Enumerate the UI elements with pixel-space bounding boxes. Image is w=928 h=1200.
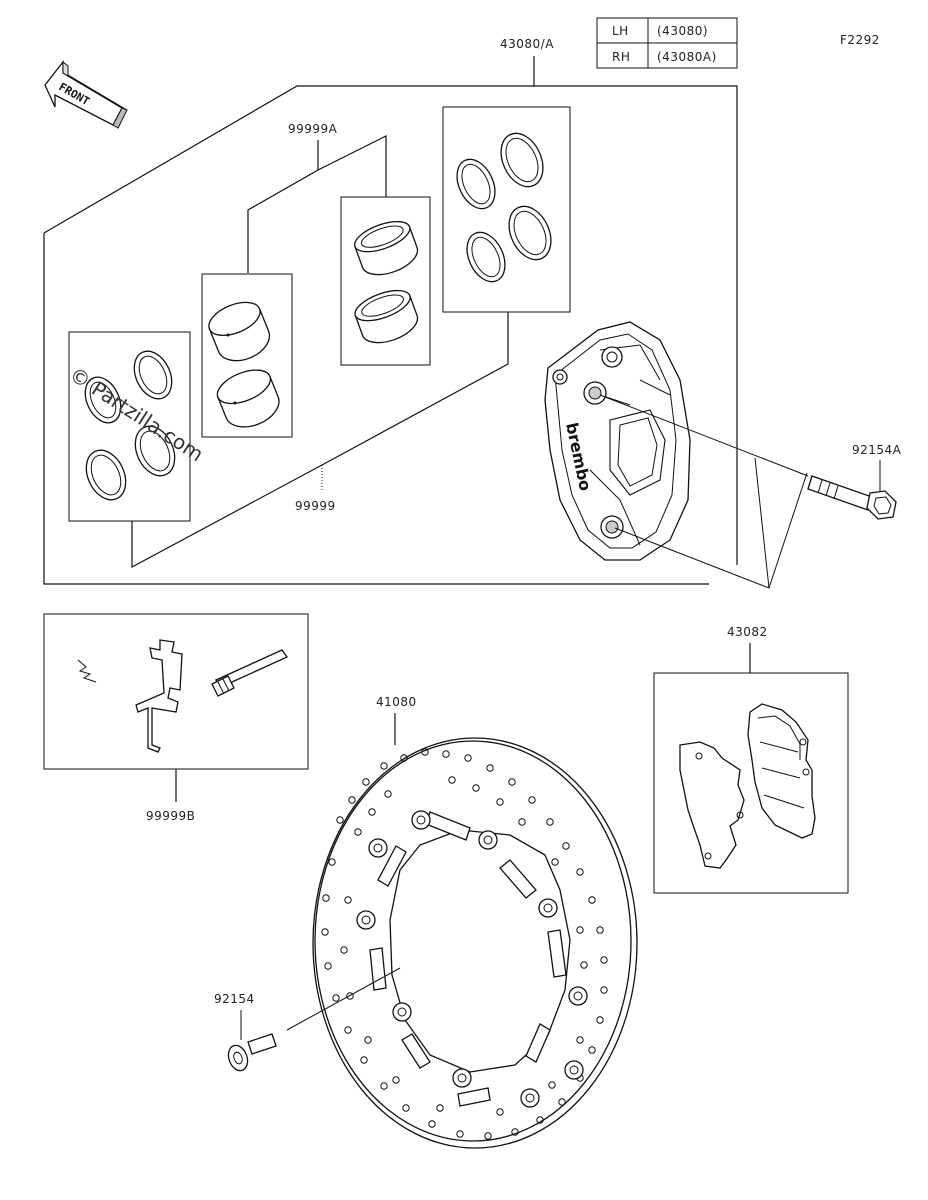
- piston-box-large: [340, 196, 431, 366]
- variant-rh-code: (43080A): [657, 50, 717, 64]
- callout-43082: 43082: [727, 625, 768, 639]
- piston-box-small: [201, 273, 293, 438]
- callout-43080a: 43080/A: [500, 37, 554, 51]
- callout-41080: 41080: [376, 695, 417, 709]
- variant-lh-code: (43080): [657, 24, 708, 38]
- callout-99999b: 99999B: [146, 809, 195, 823]
- figure-code: F2292: [840, 33, 880, 47]
- variant-lh-side: LH: [612, 24, 629, 38]
- disc-bolt: [227, 1033, 277, 1072]
- variant-table: LH (43080) RH (43080A): [596, 17, 738, 69]
- caliper-bolt: [807, 475, 897, 520]
- variant-rh-side: RH: [612, 50, 630, 64]
- brake-caliper: brembo: [544, 321, 691, 561]
- callout-92154a: 92154A: [852, 443, 902, 457]
- seal-kit-box-right: [442, 106, 571, 313]
- callout-99999: 99999: [295, 499, 336, 513]
- front-arrow-icon: FRONT: [44, 60, 128, 129]
- caliper-assembly-frame: [43, 56, 738, 585]
- seal-kit-box-left: [68, 331, 191, 522]
- brake-pad-set-box: [653, 672, 849, 894]
- brake-disc: [312, 737, 638, 1149]
- hardware-kit-box: [43, 613, 309, 770]
- callout-92154: 92154: [214, 992, 255, 1006]
- callout-99999a: 99999A: [288, 122, 338, 136]
